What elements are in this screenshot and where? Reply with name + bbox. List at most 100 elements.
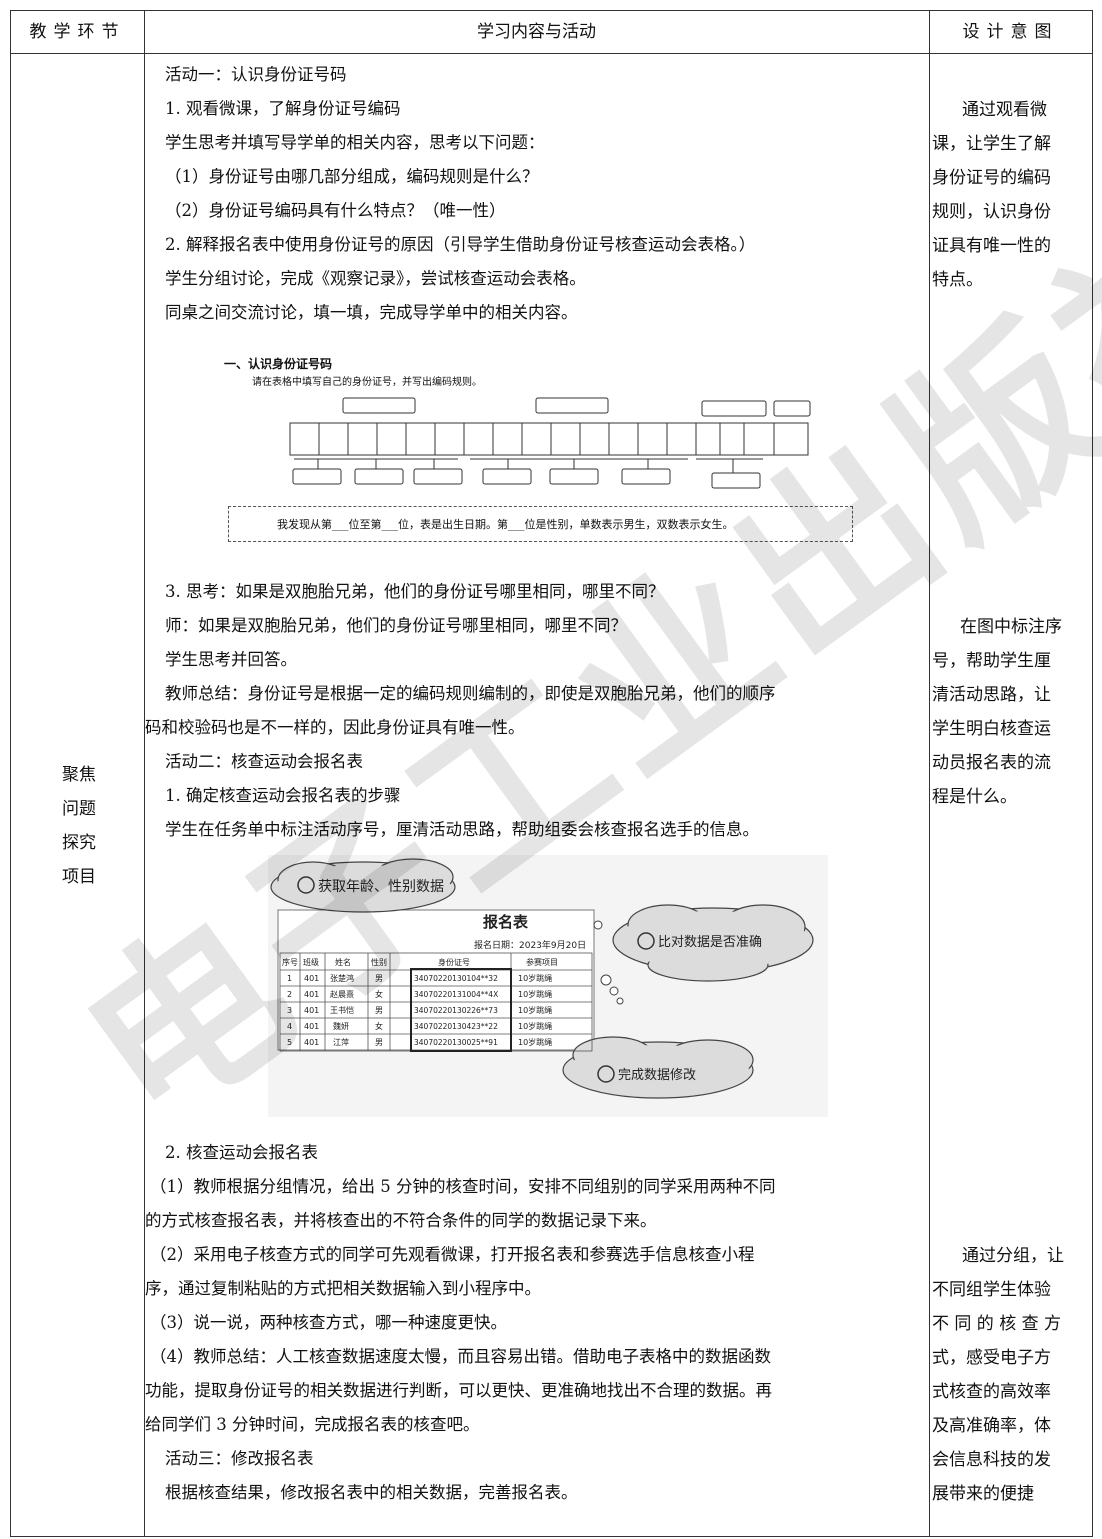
row-cell: 401 [304,974,319,983]
column-divider [929,11,930,1536]
content-line: （1）教师根据分组情况，给出 5 分钟的核查时间，安排不同组别的同学采用两种不同 [150,1177,776,1196]
stage-label: 项目 [62,867,96,887]
content-line: 码和校验码也是不一样的，因此身份证具有唯一性。 [145,718,525,737]
header-content: 学习内容与活动 [477,22,596,42]
intent-line: 通过观看微 [962,100,1047,120]
intent-line: 会信息科技的发 [932,1450,1051,1470]
row-cell: 34070220130226**73 [414,1006,498,1015]
row-cell: 401 [304,990,319,999]
content-line: （2）采用电子核查方式的同学可先观看微课，打开报名表和参赛选手信息核查小程 [150,1245,755,1264]
row-cell: 男 [375,1006,383,1015]
lesson-table: 教学环节 学习内容与活动 设计意图 [10,10,1093,1537]
content-line: 根据核查结果，修改报名表中的相关数据，完善报名表。 [165,1483,578,1502]
row-cell: 401 [304,1022,319,1031]
row-cell: 34070220130025**91 [414,1038,498,1047]
content-line: （1）身份证号由哪几部分组成，编码规则是什么？ [165,167,539,186]
intent-line: 号，帮助学生厘 [932,651,1051,671]
row-cell: 2 [287,990,292,999]
intent-line: 不同组学生体验 [932,1280,1051,1300]
row-cell: 女 [375,1021,383,1031]
content-line: 3. 思考：如果是双胞胎兄弟，他们的身份证号哪里相同，哪里不同？ [165,582,665,601]
row-cell: 34070220130423**22 [414,1022,498,1031]
cloud-label-compare-data: 比对数据是否准确 [658,935,762,950]
content-line: 活动二：核查运动会报名表 [165,752,363,771]
form-date: 报名日期：2023年9月20日 [474,939,586,951]
content-line: （3）说一说，两种核查方式，哪一种速度更快。 [150,1313,507,1332]
row-cell: 男 [375,974,383,983]
worksheet-title: 一、认识身份证号码 [224,357,333,371]
form-title: 报名表 [483,913,529,931]
row-cell: 魏妍 [333,1021,349,1031]
content-line: 学生在任务单中标注活动序号，厘清活动思路，帮助组委会核查报名选手的信息。 [165,820,759,839]
row-cell: 5 [287,1038,292,1047]
row-cell: 女 [375,989,383,999]
intent-line: 展带来的便捷 [932,1484,1034,1504]
cloud-label-modify-data: 完成数据修改 [618,1068,696,1083]
row-cell: 10岁跳绳 [518,1005,552,1015]
row-cell: 赵晨熹 [330,989,354,999]
row-cell: 1 [287,974,292,983]
row-cell: 张楚鸿 [330,973,354,983]
row-cell: 10岁跳绳 [518,989,552,999]
content-line: 功能，提取身份证号的相关数据进行判断，可以更快、更准确地找出不合理的数据。再 [145,1381,772,1400]
row-cell: 男 [375,1038,383,1047]
row-cell: 10岁跳绳 [518,973,552,983]
content-line: 师：如果是双胞胎兄弟，他们的身份证号哪里相同，哪里不同？ [165,616,627,635]
header-intent: 设计意图 [962,22,1059,42]
col-header: 身份证号 [438,957,470,967]
intent-line: 及高准确率，体 [932,1416,1051,1436]
col-header: 班级 [303,957,319,967]
intent-line: 规则，认识身份 [932,202,1051,222]
col-header: 序号 [282,957,298,967]
row-cell: 401 [304,1006,319,1015]
content-line: 1. 观看微课，了解身份证号编码 [165,99,401,118]
intent-line: 动员报名表的流 [932,753,1051,773]
content-line: （2）身份证号编码具有什么特点？（唯一性） [165,201,506,220]
content-line: 序，通过复制粘贴的方式把相关数据输入到小程序中。 [145,1279,541,1298]
registration-form-figure: 报名表 报名日期：2023年9月20日 序号 班级 姓名 性别 身份证号 参赛项… [268,855,828,1117]
intent-line: 特点。 [932,270,983,290]
content-line: 活动三：修改报名表 [165,1449,314,1468]
worksheet-instruction: 请在表格中填写自己的身份证号，并写出编码规则。 [252,377,482,388]
stage-label: 问题 [62,799,96,819]
row-cell: 10岁跳绳 [518,1037,552,1047]
row-cell: 江萍 [333,1037,349,1047]
intent-line: 在图中标注序 [960,617,1062,637]
cloud-label-get-data: 获取年龄、性别数据 [318,879,444,895]
intent-line: 程是什么。 [932,787,1017,807]
content-line: 学生思考并回答。 [165,650,297,669]
registration-form-graphic: 报名表 报名日期：2023年9月20日 序号 班级 姓名 性别 身份证号 参赛项… [268,855,828,1117]
intent-line: 式，感受电子方 [932,1348,1051,1368]
col-header: 参赛项目 [526,957,558,967]
header-stage: 教学环节 [29,22,126,42]
col-header: 姓名 [335,957,351,967]
content-line: 教师总结：身份证号是根据一定的编码规则编制的，即使是双胞胎兄弟，他们的顺序 [165,684,776,703]
stage-label: 探究 [62,833,96,853]
intent-line: 证具有唯一性的 [932,236,1051,256]
row-cell: 10岁跳绳 [518,1021,552,1031]
id-digit-boxes [289,397,811,489]
row-cell: 401 [304,1038,319,1047]
content-line: 同桌之间交流讨论，填一填，完成导学单中的相关内容。 [165,303,578,322]
intent-line: 身份证号的编码 [932,168,1051,188]
intent-line: 课，让学生了解 [932,134,1051,154]
col-header: 性别 [371,957,387,967]
content-line: （4）教师总结：人工核查数据速度太慢，而且容易出错。借助电子表格中的数据函数 [150,1347,771,1366]
id-number-worksheet-figure: 一、认识身份证号码 请在表格中填写自己的身份证号，并写出编码规则。 [218,353,863,558]
content-line: 学生分组讨论，完成《观察记录》，尝试核查运动会表格。 [165,269,586,288]
row-cell: 34070220131004**4X [414,990,498,999]
row-cell: 34070220130104**32 [414,974,498,983]
content-line: 2. 解释报名表中使用身份证号的原因（引导学生借助身份证号核查运动会表格。） [165,235,756,254]
intent-line: 学生明白核查运 [932,719,1051,739]
content-line: 活动一：认识身份证号码 [165,65,347,84]
content-line: 1. 确定核查运动会报名表的步骤 [165,786,401,805]
intent-line: 清活动思路，让 [932,685,1051,705]
intent-line: 式核查的高效率 [932,1382,1051,1402]
content-line: 2. 核查运动会报名表 [165,1143,318,1162]
row-cell: 4 [287,1022,292,1031]
column-divider [144,11,145,1536]
intent-line: 不 同 的 核 查 方 [932,1314,1062,1334]
row-cell: 3 [287,1006,292,1015]
worksheet-note: 我发现从第___位至第___位，表是出生日期。第___位是性别，单数表示男生，双… [228,506,853,542]
content-line: 学生思考并填写导学单的相关内容，思考以下问题： [165,133,545,152]
